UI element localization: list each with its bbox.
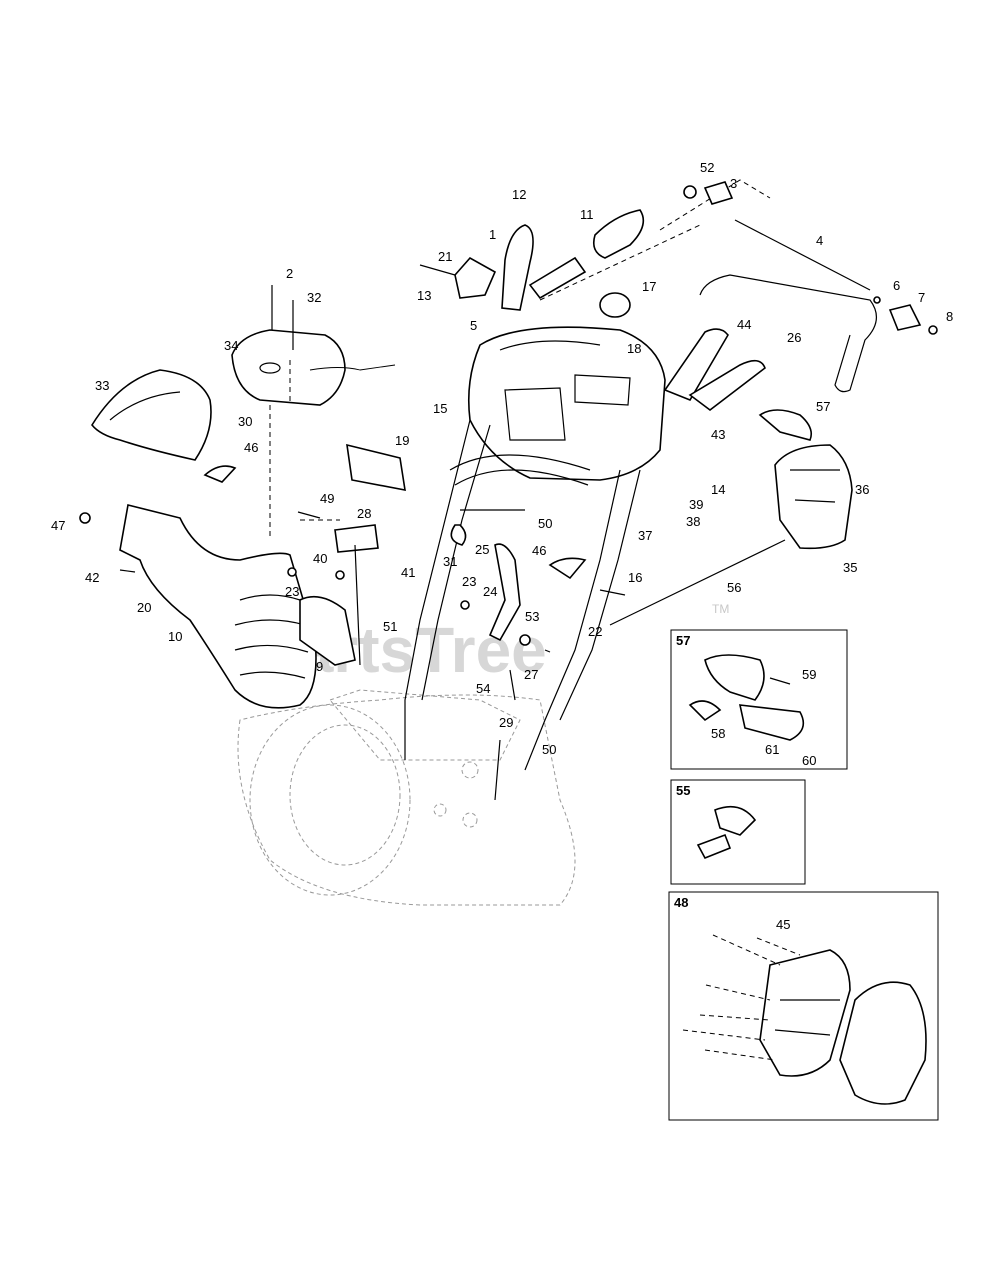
callout: 6 bbox=[893, 278, 900, 293]
callout: 46 bbox=[532, 543, 546, 558]
grip-11 bbox=[592, 209, 645, 259]
clip-46-left bbox=[203, 465, 237, 483]
callout: 11 bbox=[580, 207, 594, 222]
discharge-chute bbox=[119, 504, 317, 709]
callout: 21 bbox=[438, 249, 452, 264]
inset-title: 57 bbox=[676, 633, 690, 648]
callout: 4 bbox=[816, 233, 823, 248]
grip-sleeve bbox=[528, 256, 587, 300]
bracket-19 bbox=[346, 443, 406, 491]
callout: 15 bbox=[433, 401, 447, 416]
inset-box-55: 55 bbox=[670, 779, 806, 885]
callout: 50 bbox=[542, 742, 556, 757]
callout: 34 bbox=[224, 338, 238, 353]
shift-rod bbox=[609, 539, 786, 626]
callout: 42 bbox=[85, 570, 99, 585]
inset-box-57: 57 59 58 61 60 bbox=[670, 629, 848, 770]
callout: 2 bbox=[286, 266, 293, 281]
callout: 13 bbox=[417, 288, 431, 303]
callout: 36 bbox=[855, 482, 869, 497]
callout: 3 bbox=[730, 176, 737, 191]
callout: 53 bbox=[525, 609, 539, 624]
handle-frame bbox=[404, 419, 641, 771]
callout: 56 bbox=[727, 580, 741, 595]
drive-bar bbox=[699, 274, 877, 393]
callout: 43 bbox=[711, 427, 725, 442]
callout: 26 bbox=[787, 330, 801, 345]
callout: 41 bbox=[401, 565, 415, 580]
callout: 52 bbox=[700, 160, 714, 175]
callout: 46 bbox=[244, 440, 258, 455]
callout: 45 bbox=[776, 917, 790, 932]
lever-25 bbox=[488, 543, 521, 642]
callout: 19 bbox=[395, 433, 409, 448]
callout: 9 bbox=[316, 659, 323, 674]
callout: 39 bbox=[689, 497, 703, 512]
callout: 33 bbox=[95, 378, 109, 393]
callout: 47 bbox=[51, 518, 65, 533]
gearbox bbox=[758, 409, 853, 550]
callout: 51 bbox=[383, 619, 397, 634]
callout: 37 bbox=[638, 528, 652, 543]
callout: 40 bbox=[313, 551, 327, 566]
callout: 23 bbox=[462, 574, 476, 589]
callout: 60 bbox=[802, 753, 816, 768]
callout: 59 bbox=[802, 667, 816, 682]
callout: 54 bbox=[476, 681, 490, 696]
cable-4 bbox=[734, 219, 871, 291]
dash-panel bbox=[467, 326, 666, 481]
lever-44 bbox=[688, 359, 766, 412]
callout: 10 bbox=[168, 629, 182, 644]
inset-title: 55 bbox=[676, 783, 690, 798]
callout: 12 bbox=[512, 187, 526, 202]
callout: 32 bbox=[307, 290, 321, 305]
knob bbox=[599, 292, 631, 318]
clip-46-right bbox=[548, 557, 587, 580]
ghost-housing bbox=[237, 689, 576, 906]
callout: 61 bbox=[765, 742, 779, 757]
callout: 35 bbox=[843, 560, 857, 575]
callout: 27 bbox=[524, 667, 538, 682]
pivot-bracket bbox=[299, 595, 356, 666]
callout: 49 bbox=[320, 491, 334, 506]
callout: 24 bbox=[483, 584, 497, 599]
inset-title: 48 bbox=[674, 895, 688, 910]
callout: 50 bbox=[538, 516, 552, 531]
callout: 5 bbox=[470, 318, 477, 333]
bracket-28 bbox=[334, 524, 379, 553]
callout: 57 bbox=[816, 399, 830, 414]
callout: 16 bbox=[628, 570, 642, 585]
callout: 23 bbox=[285, 584, 299, 599]
callout: 29 bbox=[499, 715, 513, 730]
callout: 31 bbox=[443, 554, 457, 569]
callout: 28 bbox=[357, 506, 371, 521]
callout: 44 bbox=[737, 317, 751, 332]
callout: 20 bbox=[137, 600, 151, 615]
callout: 8 bbox=[946, 309, 953, 324]
callout: 14 bbox=[711, 482, 725, 497]
callout: 22 bbox=[588, 624, 602, 639]
bracket-21 bbox=[454, 256, 497, 299]
callout: 30 bbox=[238, 414, 252, 429]
callout: 25 bbox=[475, 542, 489, 557]
callout: 7 bbox=[918, 290, 925, 305]
chute-deflector bbox=[91, 369, 212, 461]
callout: 38 bbox=[686, 514, 700, 529]
chute-cap bbox=[231, 329, 396, 406]
inset-box-48: 48 45 bbox=[668, 891, 939, 1121]
callout: 18 bbox=[627, 341, 641, 356]
callout-labels: 52 3 12 11 1 4 21 13 17 2 32 5 18 26 6 7… bbox=[51, 160, 953, 757]
callout: 17 bbox=[642, 279, 656, 294]
handle-44 bbox=[663, 328, 729, 401]
callout: 58 bbox=[711, 726, 725, 741]
callout: 1 bbox=[489, 227, 496, 242]
watermark-tm: TM bbox=[712, 602, 729, 616]
handle-grip-left bbox=[501, 224, 534, 311]
